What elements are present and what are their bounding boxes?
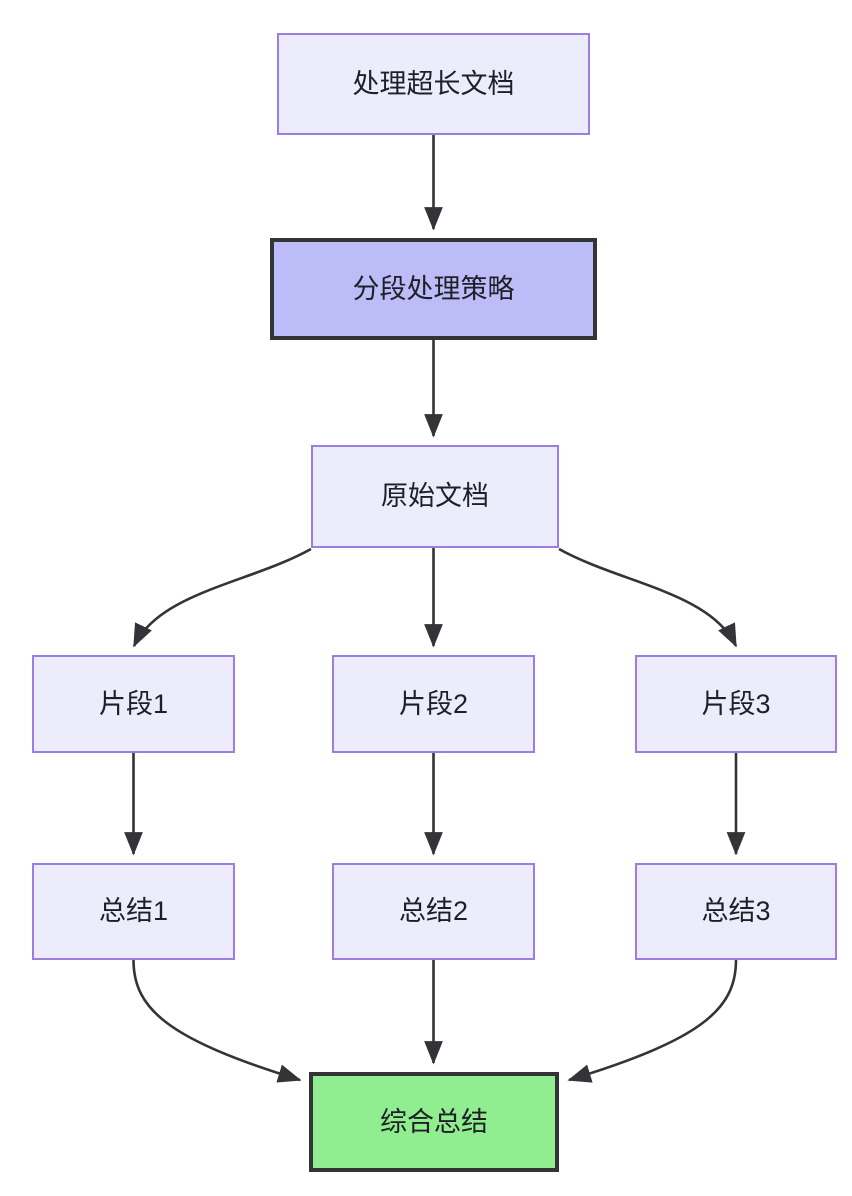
node-label: 总结3 <box>701 896 771 927</box>
node-summary-1[interactable]: 总结1 <box>32 863 235 960</box>
edge-sum1-to-final <box>132 959 302 1083</box>
node-source-document[interactable]: 原始文档 <box>311 445 559 548</box>
edge-sum3-to-final <box>567 959 738 1083</box>
node-summary-3[interactable]: 总结3 <box>635 863 837 960</box>
node-chunk-1[interactable]: 片段1 <box>32 655 235 753</box>
node-label: 分段处理策略 <box>352 273 515 304</box>
node-label: 总结1 <box>98 896 169 927</box>
node-label: 片段1 <box>98 688 169 719</box>
node-label: 原始文档 <box>381 481 489 512</box>
node-label: 处理超长文档 <box>352 68 515 99</box>
node-chunk-2[interactable]: 片段2 <box>332 655 535 753</box>
node-chunking-strategy[interactable]: 分段处理策略 <box>270 238 597 340</box>
node-label: 总结2 <box>398 896 469 927</box>
node-label: 片段2 <box>398 688 469 719</box>
node-comprehensive-summary[interactable]: 综合总结 <box>309 1072 559 1172</box>
edge-source-to-chunk3 <box>558 547 738 648</box>
edge-source-to-chunk1 <box>132 547 312 648</box>
node-summary-2[interactable]: 总结2 <box>332 863 535 960</box>
node-process-long-document[interactable]: 处理超长文档 <box>277 33 590 135</box>
node-label: 片段3 <box>701 688 771 719</box>
node-label: 综合总结 <box>380 1106 488 1137</box>
node-chunk-3[interactable]: 片段3 <box>635 655 837 753</box>
